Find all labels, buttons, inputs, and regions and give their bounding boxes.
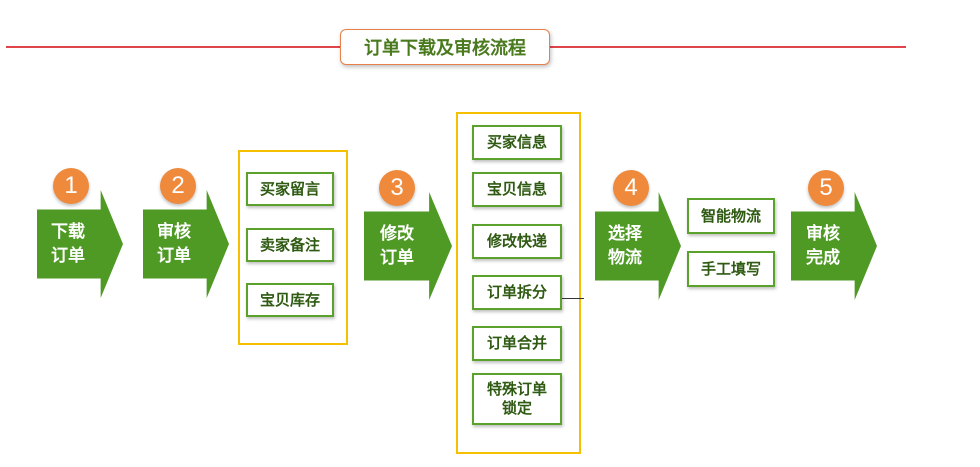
step-4-label: 选择 物流	[608, 224, 642, 268]
review-checks-group	[238, 150, 348, 345]
header-line-left	[6, 46, 340, 48]
item-stock-item: 宝贝库存	[246, 283, 334, 317]
page-title: 订单下载及审核流程	[340, 29, 550, 65]
change-courier-item: 修改快递	[472, 224, 562, 259]
step-2-label: 审核 订单	[157, 222, 191, 266]
step-1-number: 1	[53, 168, 89, 204]
split-order-connector	[562, 298, 584, 299]
buyer-info-item: 买家信息	[472, 125, 562, 160]
step-2-number: 2	[160, 168, 196, 204]
step-1-label: 下载 订单	[51, 222, 85, 266]
seller-note-item: 卖家备注	[246, 228, 334, 262]
smart-logistics-item: 智能物流	[687, 198, 775, 234]
product-info-item: 宝贝信息	[472, 172, 562, 207]
header-line-right	[550, 46, 906, 48]
step-5-number: 5	[808, 170, 844, 206]
step-3-label: 修改 订单	[380, 224, 414, 268]
modify-options-group	[456, 112, 581, 454]
special-order-lock-item: 特殊订单 锁定	[472, 373, 562, 425]
split-order-item: 订单拆分	[472, 275, 562, 310]
buyer-message-item: 买家留言	[246, 172, 334, 206]
step-4-number: 4	[613, 170, 649, 206]
manual-entry-item: 手工填写	[687, 251, 775, 287]
step-5-label: 审核 完成	[806, 224, 840, 268]
step-3-number: 3	[379, 170, 415, 206]
merge-order-item: 订单合并	[472, 326, 562, 361]
